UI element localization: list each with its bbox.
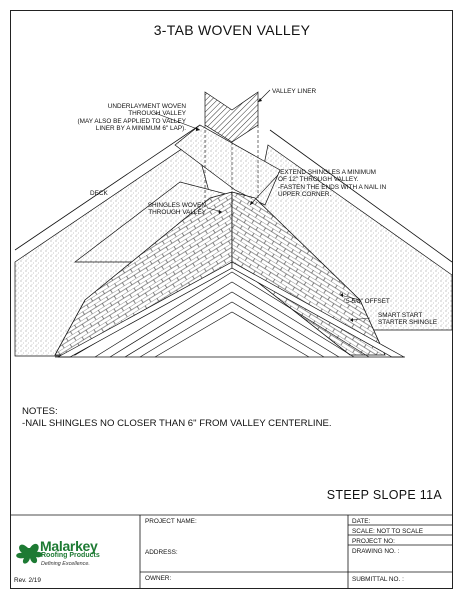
drawing-sheet-border: [10, 10, 453, 589]
malarkey-leaf-icon: [16, 543, 43, 564]
label-smart-start: SMART START STARTER SHINGLE: [378, 312, 438, 327]
leader-arrowheads: [196, 98, 353, 322]
label-extend-shingles: -EXTEND SHINGLES A MINIMUM OF 12" THROUG…: [278, 169, 387, 199]
label-deck: DECK: [90, 190, 108, 197]
notes-line: -NAIL SHINGLES NO CLOSER THAN 6" FROM VA…: [22, 417, 332, 429]
submittal-no-field: SUBMITTAL NO. :: [352, 576, 404, 583]
scale-field: SCALE: NOT TO SCALE: [352, 528, 424, 535]
label-shingles-woven: SHINGLES WOVEN THROUGH VALLEY: [147, 202, 206, 217]
project-name-field: PROJECT NAME:: [145, 518, 197, 525]
revision: Rev. 2/19: [14, 577, 41, 584]
drawing-title: 3-TAB WOVEN VALLEY: [153, 22, 311, 38]
eave-lines: [94, 271, 370, 358]
label-offset: 5-5/8" OFFSET: [346, 298, 390, 305]
date-field: DATE:: [352, 518, 371, 525]
title-block: PROJECT NAME: ADDRESS: OWNER: DATE: SCAL…: [11, 515, 452, 588]
drawing-code: STEEP SLOPE 11A: [326, 488, 442, 502]
deck-right-edge: [269, 129, 453, 263]
title-block-grid: [11, 514, 452, 588]
drawing-no-field: DRAWING NO. :: [352, 548, 400, 555]
address-field: ADDRESS:: [145, 549, 178, 556]
label-underlayment: UNDERLAYMENT WOVEN THROUGH VALLEY (MAY A…: [77, 103, 186, 133]
project-no-field: PROJECT NO:: [352, 538, 395, 545]
deck-left-edge: [14, 124, 201, 251]
notes-heading: NOTES:: [22, 406, 58, 417]
label-valley-liner: VALLEY LINER: [272, 88, 317, 95]
logo-tagline: Defining Excellence.: [41, 561, 90, 567]
notes-block: NOTES: -NAIL SHINGLES NO CLOSER THAN 6" …: [22, 406, 332, 429]
logo-sub: Roofing Products: [41, 552, 100, 559]
logo-name: Malarkey: [40, 538, 98, 554]
owner-field: OWNER:: [145, 575, 172, 582]
